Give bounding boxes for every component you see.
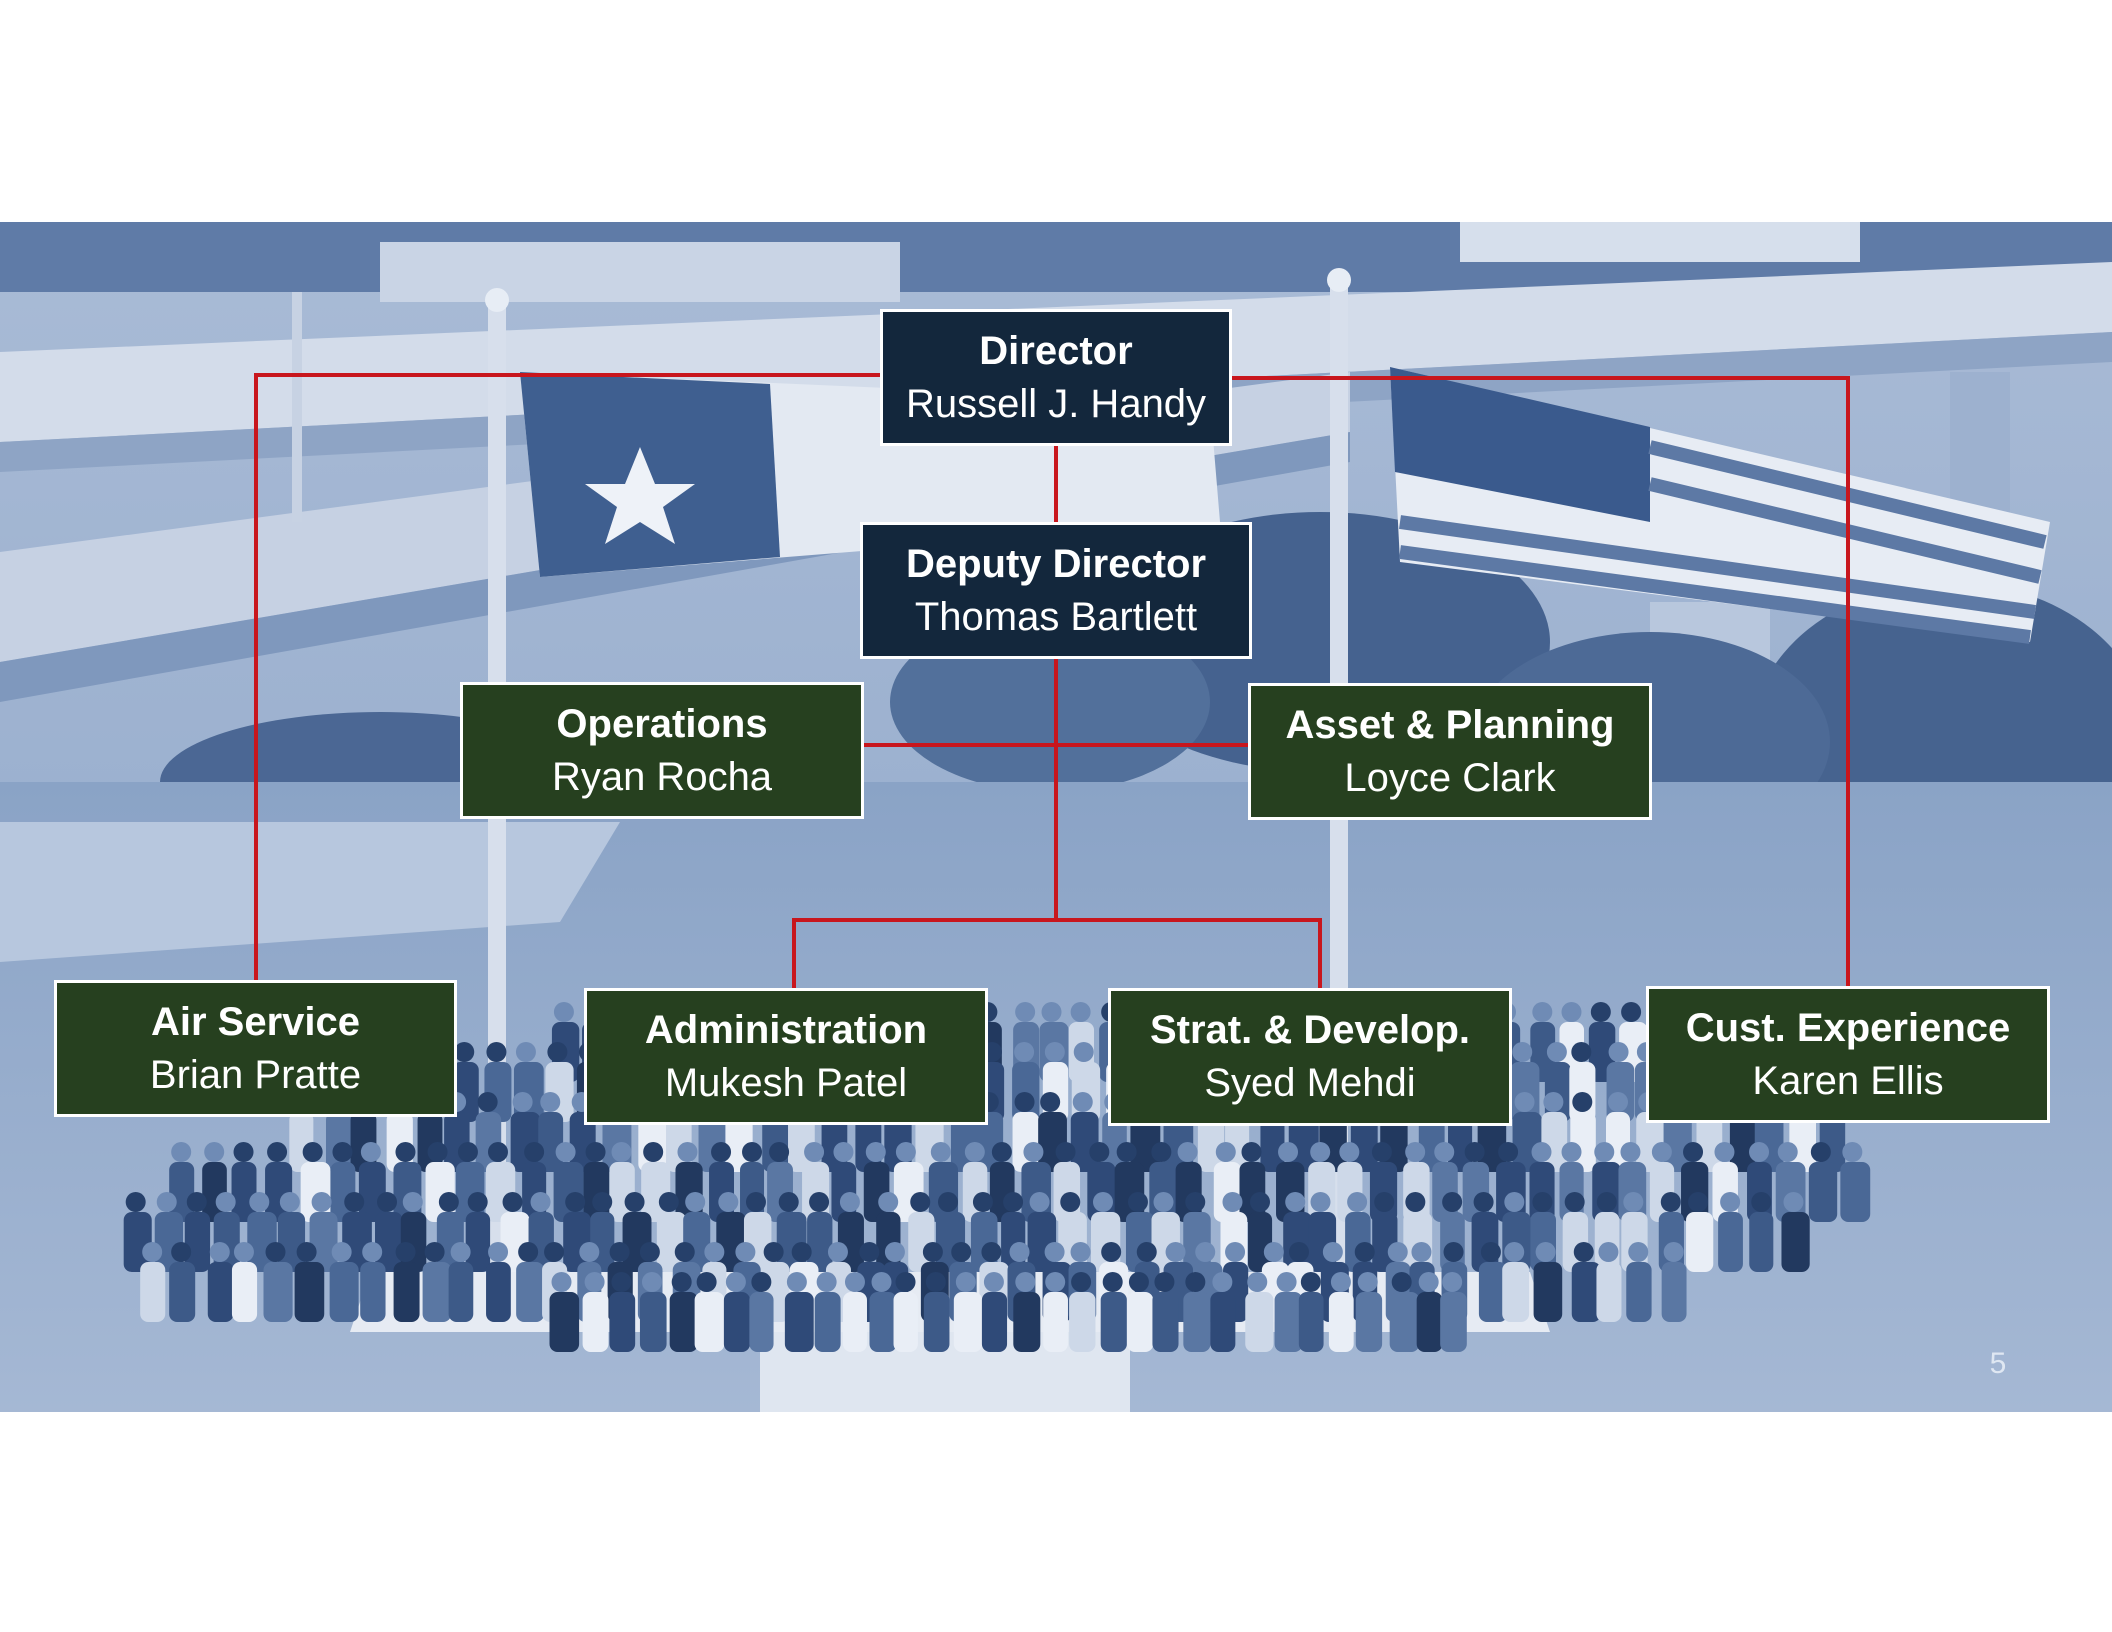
asset-planning-title: Asset & Planning: [1285, 702, 1615, 747]
administration-title: Administration: [644, 1007, 928, 1052]
operations-box: Operations Ryan Rocha: [460, 682, 864, 819]
customer-experience-box: Cust. Experience Karen Ellis: [1646, 986, 2050, 1123]
customer-experience-name: Karen Ellis: [1752, 1058, 1944, 1103]
administration-name: Mukesh Patel: [664, 1060, 908, 1105]
air-service-box: Air Service Brian Pratte: [54, 980, 457, 1117]
director-box: Director Russell J. Handy: [880, 309, 1232, 446]
administration-box: Administration Mukesh Patel: [584, 988, 988, 1125]
customer-experience-title: Cust. Experience: [1685, 1005, 2011, 1050]
director-name: Russell J. Handy: [905, 381, 1207, 426]
deputy-director-title: Deputy Director: [905, 541, 1207, 586]
operations-title: Operations: [556, 701, 768, 746]
operations-name: Ryan Rocha: [551, 754, 773, 799]
strategy-development-name: Syed Mehdi: [1204, 1061, 1416, 1105]
deputy-director-box: Deputy Director Thomas Bartlett: [860, 522, 1252, 659]
air-service-title: Air Service: [150, 999, 361, 1044]
deputy-director-name: Thomas Bartlett: [914, 594, 1198, 639]
asset-planning-name: Loyce Clark: [1344, 755, 1556, 800]
asset-planning-box: Asset & Planning Loyce Clark: [1248, 683, 1652, 820]
air-service-name: Brian Pratte: [149, 1052, 362, 1097]
strategy-development-title: Strat. & Develop.: [1149, 1008, 1471, 1052]
page-number: 5: [1989, 1347, 2007, 1380]
strategy-development-box: Strat. & Develop. Syed Mehdi: [1108, 988, 1512, 1126]
director-title: Director: [979, 328, 1133, 373]
